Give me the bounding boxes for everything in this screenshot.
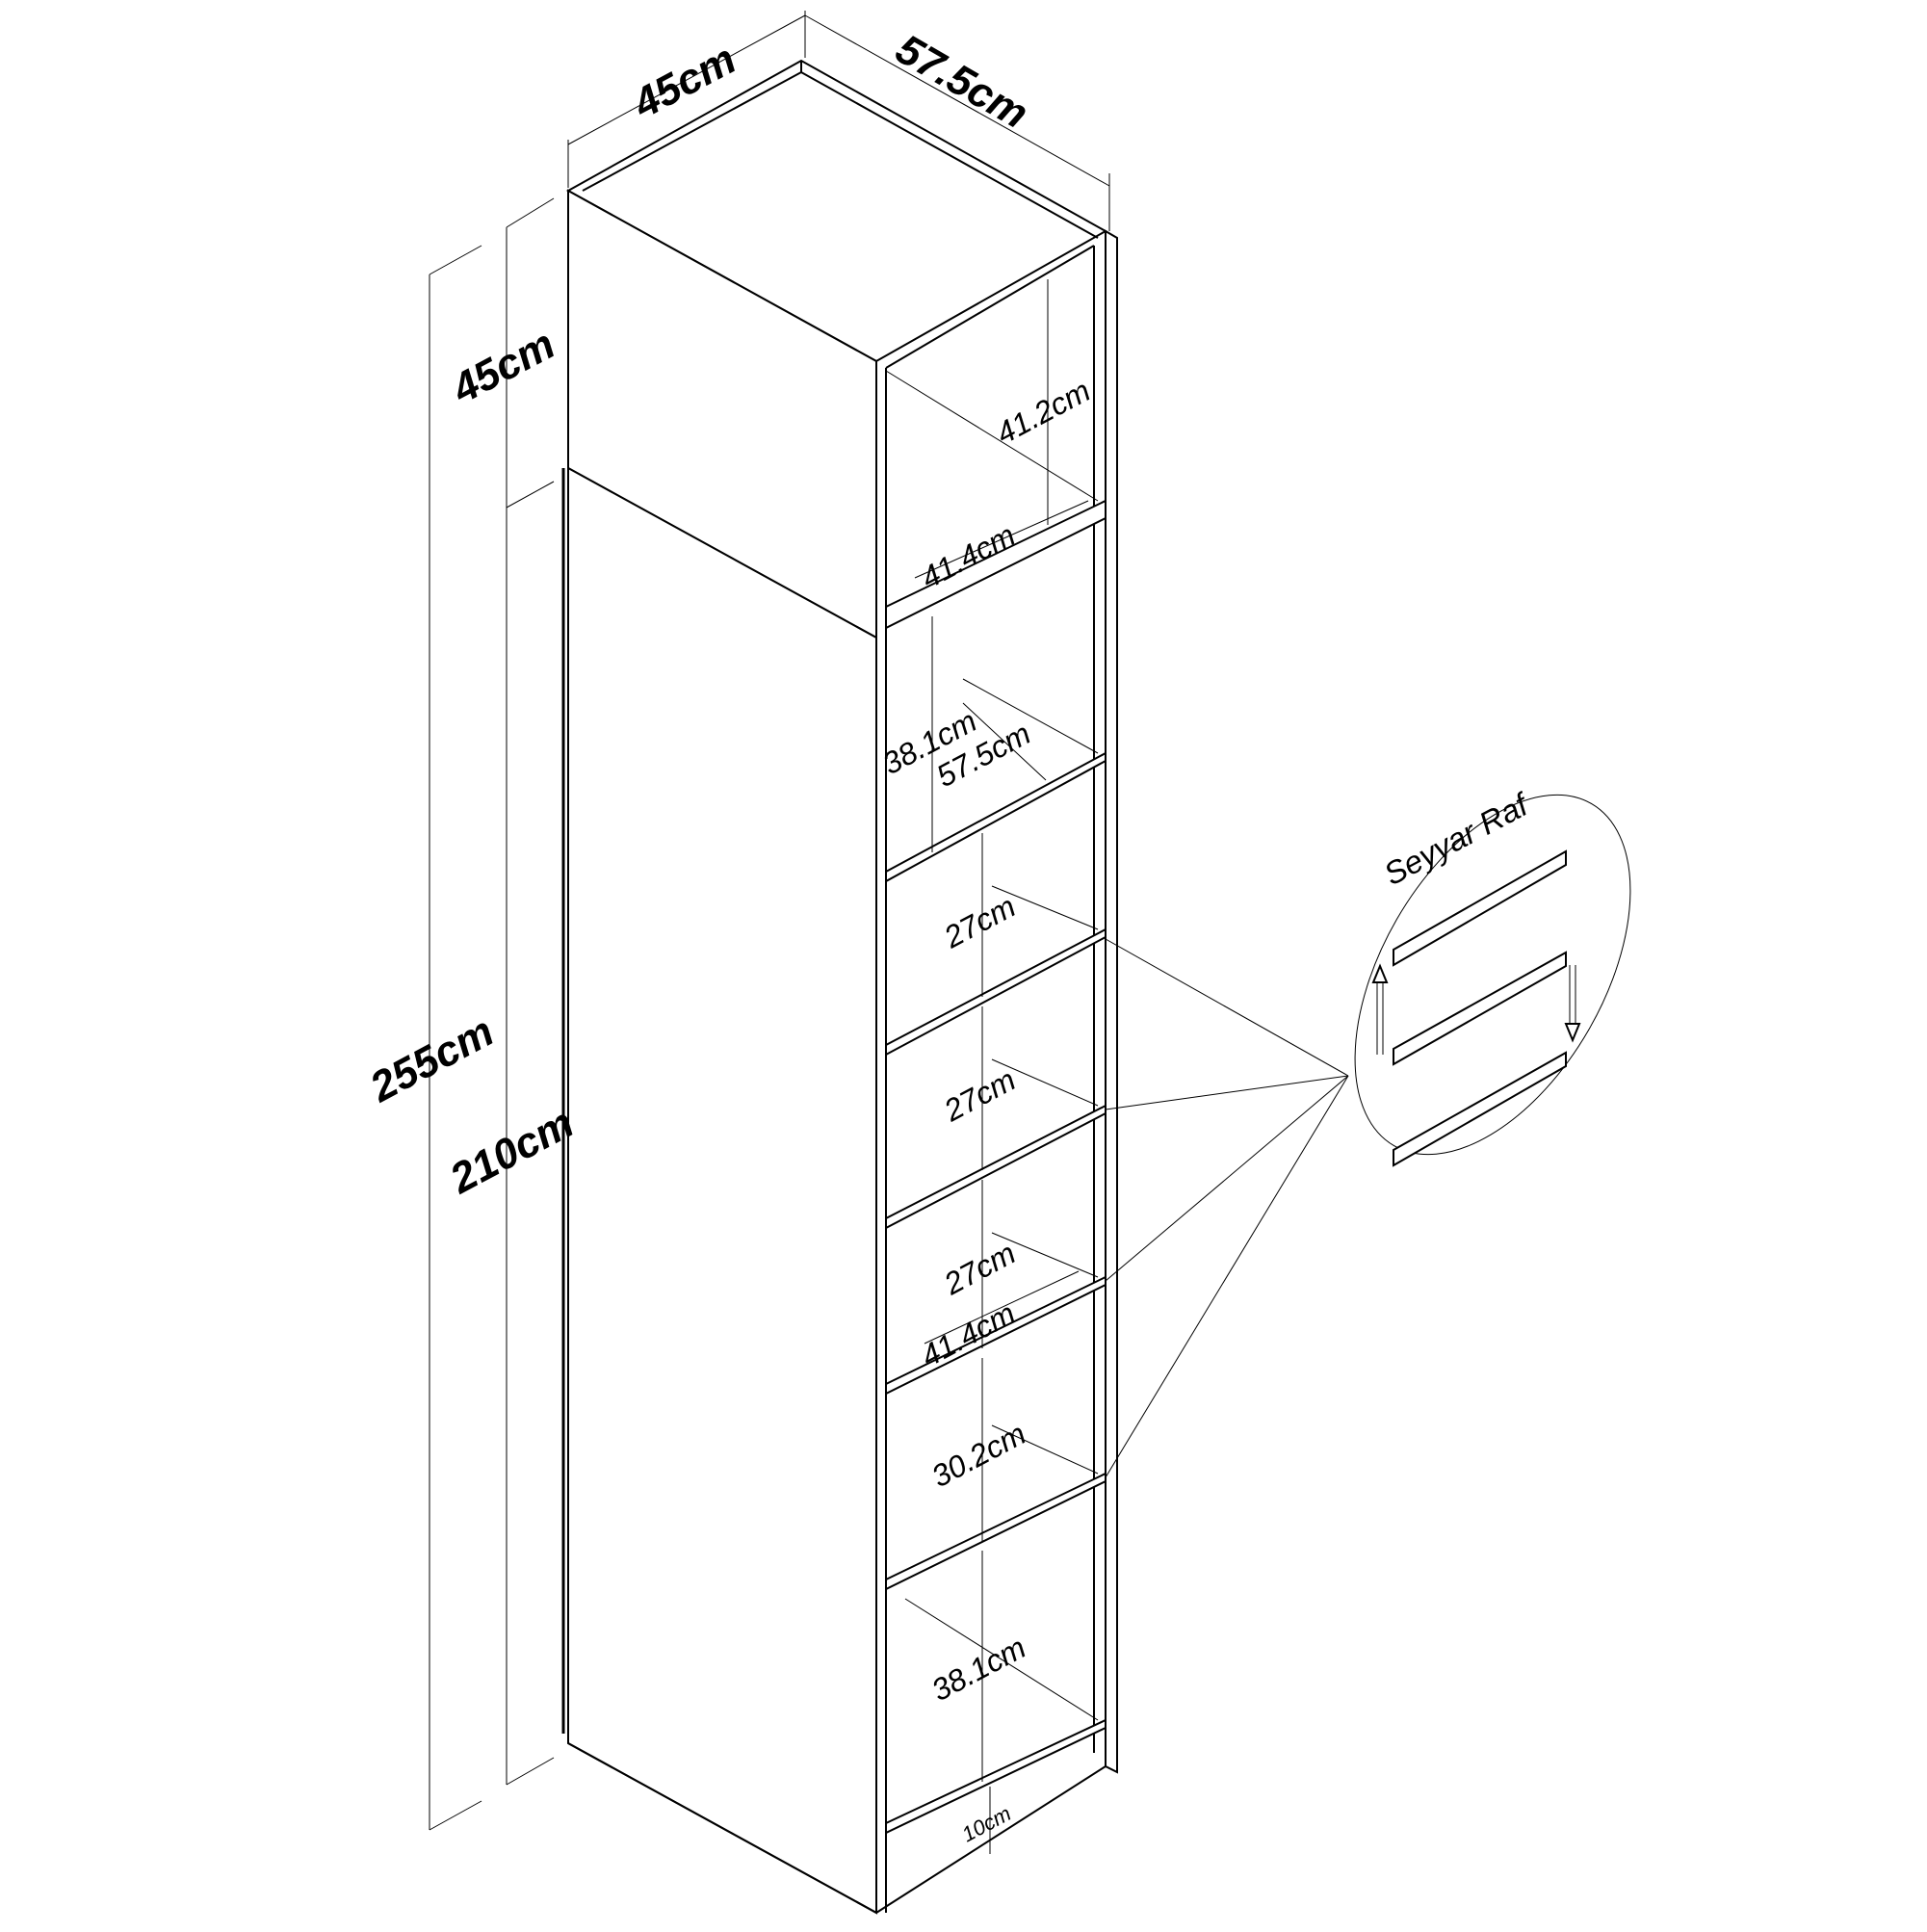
bottom-front-edge <box>567 1742 877 1914</box>
dim-tick <box>429 1800 482 1831</box>
label-upper-inner-height: 41.2cm <box>990 373 1096 451</box>
label-compartment-4-height: 27cm <box>938 1236 1022 1302</box>
up-arrow-icon <box>1371 963 1389 983</box>
shelf-bottom <box>885 1718 1107 1835</box>
cabinet-body <box>561 59 1118 1915</box>
callout-shelf <box>1393 849 1567 967</box>
label-compartment-2-height: 27cm <box>938 889 1022 955</box>
top-compartment-depth-line <box>885 370 1099 502</box>
lower-door <box>567 466 877 1915</box>
dim-tick <box>506 481 555 509</box>
shelf-6 <box>885 1472 1107 1591</box>
shelf-3 <box>885 927 1107 1057</box>
label-compartment-3-height: 27cm <box>938 1062 1022 1129</box>
label-lower-height: 210cm <box>442 1099 582 1203</box>
movable-shelf <box>1393 1051 1567 1167</box>
shelf-divider <box>885 499 1107 630</box>
movable-shelf <box>1393 849 1567 967</box>
shelf-5-depth-line <box>991 1232 1099 1278</box>
dim-tick <box>506 197 555 228</box>
dim-top-depth <box>567 14 806 145</box>
shelf-4-depth-line <box>991 1058 1099 1107</box>
bottom-compartment-depth-line <box>904 1598 1099 1721</box>
label-total-height: 255cm <box>362 1007 502 1111</box>
label-compartment-5-height: 30.2cm <box>925 1416 1031 1494</box>
dim-upper-inner-width <box>914 500 1089 579</box>
dim-middle-inner-width <box>924 1270 1080 1345</box>
bottom-edge <box>875 1765 1107 1914</box>
leader-line <box>1105 938 1349 1077</box>
callout-title: Seyyar Raf <box>1378 785 1537 892</box>
leader-line <box>1105 1075 1349 1110</box>
shelf-4 <box>885 1104 1107 1230</box>
dim-compartment-1-depth <box>962 702 1047 781</box>
shelf-2 <box>885 751 1107 883</box>
shelves <box>885 370 1107 1835</box>
callout-shelf <box>1393 951 1567 1066</box>
dimension-lines <box>429 11 1110 1854</box>
callout-detail <box>1354 794 1631 1167</box>
callout-leaders <box>1105 938 1349 1478</box>
leader-line <box>1105 1075 1349 1282</box>
label-plinth-height: 10cm <box>958 1801 1015 1846</box>
right-side-panel <box>1105 229 1118 1774</box>
dim-tick <box>506 1757 555 1786</box>
top-underside <box>885 245 1095 369</box>
callout-ellipse <box>1354 794 1631 1156</box>
shelf-2-depth-line <box>962 678 1099 754</box>
movable-shelf <box>1393 951 1567 1066</box>
down-arrow-icon <box>1564 1023 1581 1043</box>
shelf-5 <box>885 1275 1107 1396</box>
shelf-3-depth-line <box>991 885 1099 930</box>
callout-shelf <box>1393 1051 1567 1167</box>
shelf-6-depth-line <box>991 1424 1099 1475</box>
dim-top-width <box>804 14 1110 187</box>
dim-tick <box>429 245 482 275</box>
leader-line <box>1105 1075 1349 1478</box>
label-upper-height: 45cm <box>444 321 562 414</box>
